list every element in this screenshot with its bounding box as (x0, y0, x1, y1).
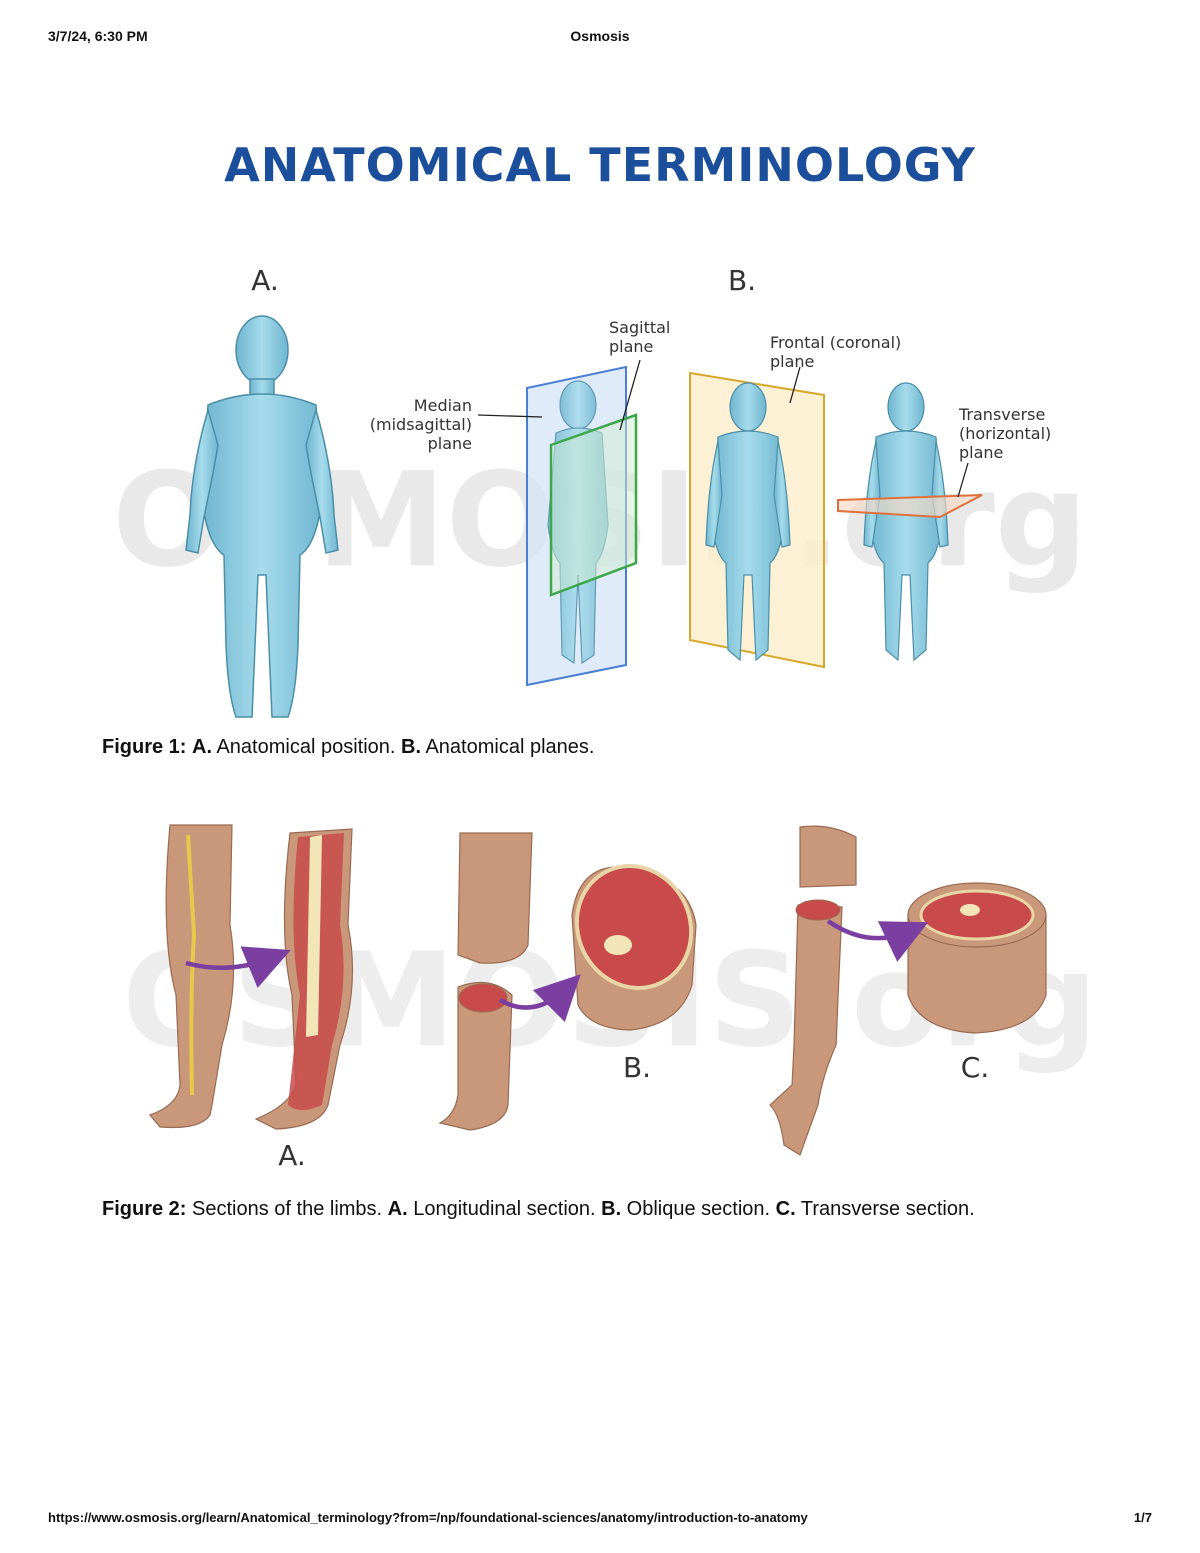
print-header: 3/7/24, 6:30 PM Osmosis (0, 28, 1200, 52)
print-footer: https://www.osmosis.org/learn/Anatomical… (0, 1510, 1200, 1530)
page-number: 1/7 (1133, 1510, 1152, 1525)
print-url: https://www.osmosis.org/learn/Anatomical… (48, 1510, 808, 1525)
figure-2: OSMOSIS.org A. B. (0, 815, 1200, 1180)
fig1-panel-a-label: A. (251, 264, 279, 297)
fig2-caption-b-text: Oblique section. (621, 1198, 776, 1220)
plane-leader-lines (477, 359, 969, 498)
frontal-plane-label-1: Frontal (coronal) (770, 333, 901, 352)
fig1-caption-b-label: B. (401, 736, 422, 758)
oblique-section-illustration: B. (438, 832, 697, 1131)
median-plane-label-2: (midsagittal) (370, 415, 472, 434)
fig1-caption-a-label: A. (192, 736, 213, 758)
figure-2-illustration: OSMOSIS.org A. B. (122, 824, 1098, 1172)
transverse-body-figure (863, 382, 949, 662)
fig1-caption-b-text: Anatomical planes. (421, 736, 595, 758)
transverse-plane-label-2: (horizontal) (959, 424, 1051, 443)
transverse-plane-label-3: plane (959, 443, 1003, 462)
figure-1-illustration: OSMOSIS.org A. B. (112, 264, 1088, 718)
sagittal-plane (549, 413, 638, 597)
fig2-panel-b-label: B. (623, 1051, 651, 1084)
fig2-panel-a-label: A. (278, 1139, 306, 1172)
fig2-panel-c-label: C. (961, 1051, 989, 1084)
fig2-caption-c-label: C. (775, 1198, 796, 1220)
fig2-caption-c-text: Transverse section. (795, 1198, 975, 1220)
figure-2-caption: Figure 2: Sections of the limbs. A. Long… (102, 1192, 1062, 1227)
transverse-section-illustration: C. (769, 825, 1047, 1156)
fig1-caption-a-text: Anatomical position. (212, 736, 402, 758)
anatomical-position-figure (185, 315, 339, 718)
figure-1: OSMOSIS.org A. B. (0, 255, 1200, 725)
fig2-caption-a-text: Longitudinal section. (407, 1198, 602, 1220)
print-date: 3/7/24, 6:30 PM (48, 28, 148, 44)
longitudinal-section-illustration: A. (148, 824, 354, 1172)
sagittal-plane-label-1: Sagittal (609, 318, 670, 337)
transverse-plane (837, 494, 983, 519)
fig2-caption-label: Figure 2: (102, 1198, 187, 1220)
fig1-caption-label: Figure 1: (102, 736, 187, 758)
median-plane-label-3: plane (428, 434, 472, 453)
transverse-plane-label-1: Transverse (958, 405, 1045, 424)
fig1-panel-b-label: B. (728, 264, 756, 297)
fig2-caption-a-label: A. (387, 1198, 408, 1220)
frontal-body-figure (705, 382, 791, 662)
print-title: Osmosis (570, 28, 630, 44)
figure-1-caption: Figure 1: A. Anatomical position. B. Ana… (102, 730, 1062, 765)
frontal-plane-label-2: plane (770, 352, 814, 371)
fig2-caption-b-label: B. (601, 1198, 622, 1220)
fig2-caption-intro: Sections of the limbs. (186, 1198, 388, 1220)
sagittal-plane-label-2: plane (609, 337, 653, 356)
page-title: ANATOMICAL TERMINOLOGY (224, 138, 976, 192)
median-plane-label-1: Median (414, 396, 472, 415)
